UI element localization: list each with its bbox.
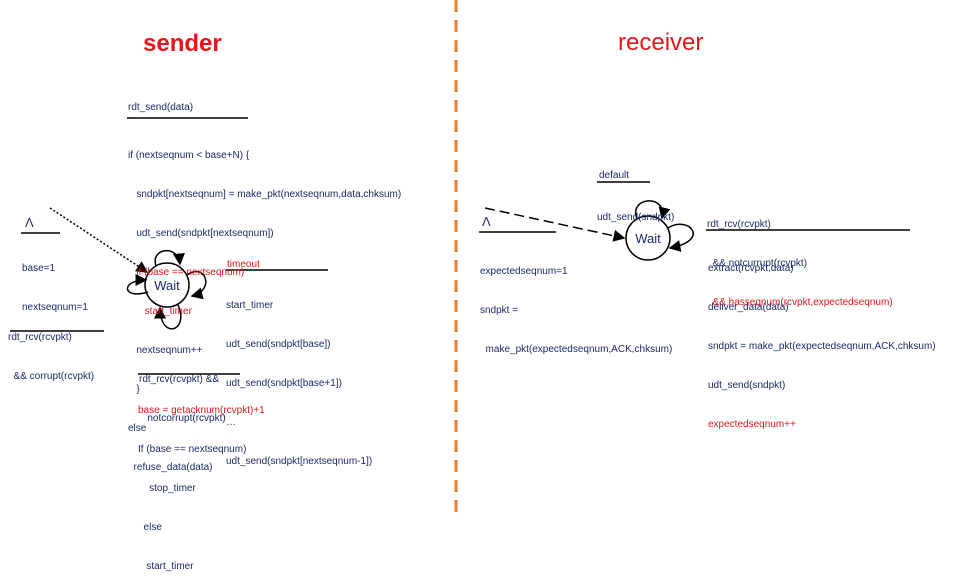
receiver-init-actions: expectedseqnum=1 sndpkt = make_pkt(expec… <box>480 239 672 369</box>
action-line: udt_send(sndpkt[base]) <box>226 339 331 350</box>
action-line: else <box>128 423 147 434</box>
receiver-title: receiver <box>618 29 704 56</box>
event-line: rdt_rcv(rcvpkt) <box>707 219 771 230</box>
receiver-receive-event: rdt_rcv(rcvpkt) && notcurrupt(rcvpkt) &&… <box>707 192 893 322</box>
sender-init-actions: base=1 nextseqnum=1 <box>22 236 88 327</box>
sender-notcorrupt-actions: base = getacknum(rcvpkt)+1 If (base == n… <box>138 378 265 586</box>
action-line: refuse_data(data) <box>128 462 213 473</box>
action-line: udt_send(sndpkt[nextseqnum]) <box>128 228 274 239</box>
action-line: start_timer <box>128 306 192 317</box>
action-line: make_pkt(expectedseqnum,ACK,chksum) <box>480 344 673 355</box>
receiver-loop-top <box>634 200 671 220</box>
action-line: … <box>226 417 236 428</box>
action-line: base = getacknum(rcvpkt)+1 <box>138 405 265 416</box>
action-line: nextseqnum=1 <box>22 302 88 313</box>
action-line: expectedseqnum=1 <box>480 266 568 277</box>
receiver-loop-right <box>667 223 694 252</box>
receiver-default-actions: udt_send(sndpkt) <box>597 185 674 237</box>
event-line: && corrupt(rcvpkt) <box>8 371 95 382</box>
event-line: rdt_rcv(rcvpkt) <box>8 332 72 343</box>
sender-init-lambda: Λ <box>25 215 34 230</box>
action-line: deliver_data(data) <box>708 302 789 313</box>
action-line: expectedseqnum++ <box>708 419 796 430</box>
receiver-init-arrow <box>484 207 626 242</box>
sender-init-arrow <box>49 207 149 273</box>
action-line: sndpkt[nextseqnum] = make_pkt(nextseqnum… <box>128 189 402 200</box>
sender-loop-bottom <box>154 304 182 330</box>
event-line: rdt_rcv(rcvpkt) && <box>139 374 220 385</box>
action-line: if (nextseqnum < base+N) { <box>128 150 250 161</box>
receiver-wait-state <box>625 215 671 261</box>
sender-loop-left <box>126 274 149 295</box>
sender-send-actions: if (nextseqnum < base+N) { sndpkt[nextse… <box>128 123 401 487</box>
action-line: If (base == nextseqnum) <box>138 444 247 455</box>
receiver-wait-label: Wait <box>635 231 661 246</box>
receiver-receive-actions: extract(rcvpkt,data) deliver_data(data) … <box>708 236 936 444</box>
sender-timeout-actions: start_timer udt_send(sndpkt[base]) udt_s… <box>226 273 372 481</box>
action-line: sndpkt = make_pkt(expectedseqnum,ACK,chk… <box>708 341 936 352</box>
sender-timeout-event: timeout <box>227 259 260 270</box>
action-line: udt_send(sndpkt) <box>597 212 675 223</box>
sender-send-event: rdt_send(data) <box>128 102 194 113</box>
sender-loop-right <box>186 270 207 300</box>
sender-loop-top <box>154 249 185 267</box>
event-line: notcorrupt(rcvpkt) <box>139 413 226 424</box>
action-line: extract(rcvpkt,data) <box>708 263 794 274</box>
action-line: } <box>128 384 140 395</box>
action-line: start_timer <box>138 561 194 572</box>
action-line: stop_timer <box>138 483 196 494</box>
action-line: if (base == nextseqnum) <box>128 267 245 278</box>
action-line: else <box>138 522 162 533</box>
fsm-diagram: Wait Wait <box>10 0 910 518</box>
sender-corrupt-event: rdt_rcv(rcvpkt) && corrupt(rcvpkt) <box>8 305 94 396</box>
receiver-init-lambda: Λ <box>482 214 491 229</box>
action-line: start_timer <box>226 300 274 311</box>
action-line: nextseqnum++ <box>128 345 203 356</box>
sender-title: sender <box>143 30 222 57</box>
action-line: base=1 <box>22 263 56 274</box>
event-line: && notcurrupt(rcvpkt) <box>707 258 808 269</box>
action-line: udt_send(sndpkt) <box>708 380 786 391</box>
sender-wait-label: Wait <box>154 278 180 293</box>
sender-notcorrupt-event: rdt_rcv(rcvpkt) && notcorrupt(rcvpkt) <box>139 347 226 438</box>
action-line: sndpkt = <box>480 305 519 316</box>
receiver-default-event: default <box>599 170 630 181</box>
action-line: udt_send(sndpkt[nextseqnum-1]) <box>226 456 373 467</box>
action-line: udt_send(sndpkt[base+1]) <box>226 378 342 389</box>
event-line: && hasseqnum(rcvpkt,expectedseqnum) <box>707 297 893 308</box>
